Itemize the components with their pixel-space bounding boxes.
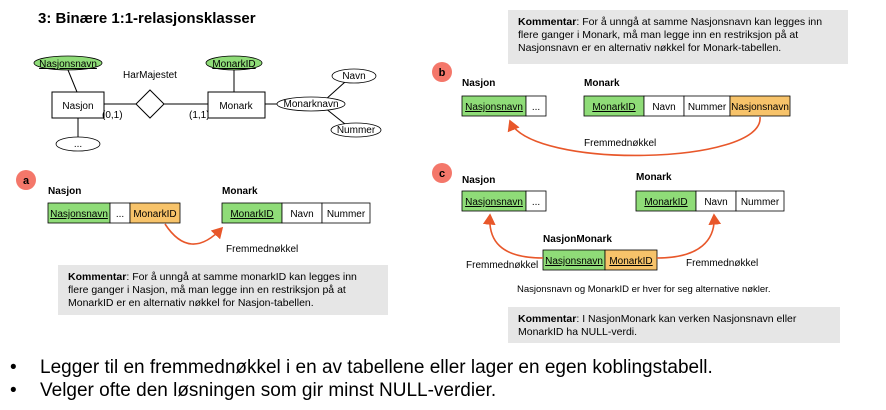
bullet-text: Legger til en fremmednøkkel i en av tabe… <box>40 357 713 378</box>
c-fk-arrow-left <box>482 213 544 259</box>
a-monark-col-0: MonarkID <box>230 209 273 220</box>
b-nasjon-label: Nasjon <box>462 78 495 89</box>
a-fk-arrow <box>164 223 224 245</box>
entity-monark <box>207 91 266 119</box>
comment-a: Kommentar: For å unngå at samme monarkID… <box>58 265 388 315</box>
comment-c-bold: Kommentar <box>518 313 577 325</box>
attr-navn-ellipse <box>331 68 377 84</box>
badge-a <box>16 170 36 190</box>
b-monark-label: Monark <box>584 78 620 89</box>
a-nasjon-col-1: ... <box>116 209 124 220</box>
badge-a-label: a <box>23 175 30 187</box>
comment-c-text: : I NasjonMonark kan verken Nasjonsnavn … <box>518 313 797 338</box>
entity-nasjon <box>51 91 105 119</box>
c-fk-left-label: Fremmednøkkel <box>466 260 538 271</box>
c-link-col-0: Nasjonsnavn <box>545 256 603 267</box>
c-monark-col-0: MonarkID <box>644 197 687 208</box>
c-monark-label: Monark <box>636 172 672 183</box>
badge-b-label: b <box>439 67 446 79</box>
attr-monarkid-label: MonarkID <box>212 59 255 70</box>
comment-a-bold: Kommentar <box>68 271 127 283</box>
comment-c: Kommentar: I NasjonMonark kan verken Nas… <box>508 307 840 343</box>
c-monark-col-2: Nummer <box>741 197 780 208</box>
section-a: a Nasjon Nasjonsnavn ... MonarkID Monark… <box>16 170 371 255</box>
b-fk-arrow <box>507 116 761 157</box>
badge-b <box>432 62 452 82</box>
attr-navn-label: Navn <box>342 71 365 82</box>
a-nasjon-col-0: Nasjonsnavn <box>50 209 108 220</box>
bullet-item: •Velger ofte den løsningen som gir minst… <box>10 380 497 401</box>
b-nasjon-col-0: Nasjonsnavn <box>465 102 523 113</box>
c-fk-arrow-right <box>656 213 722 259</box>
c-link-col-1: MonarkID <box>609 256 652 267</box>
attr-nasjonsnavn-label: Nasjonsnavn <box>39 59 97 70</box>
c-monark-col-1: Navn <box>704 197 727 208</box>
c-fk-right-label: Fremmednøkkel <box>686 258 758 269</box>
b-monark-col-3: Nasjonsnavn <box>731 102 789 113</box>
comment-a-text: : For å unngå at samme monarkID kan legg… <box>68 271 357 309</box>
relationship-label: HarMajestet <box>123 70 177 81</box>
attr-nummer-ellipse <box>330 122 382 138</box>
bullet-list: •Legger til en fremmednøkkel i en av tab… <box>10 356 713 402</box>
badge-c <box>432 163 452 183</box>
b-nasjon-col-1: ... <box>532 102 540 113</box>
attr-monarknavn-ellipse <box>276 96 346 112</box>
a-monark-label: Monark <box>222 186 258 197</box>
attr-more-label: ... <box>74 139 82 150</box>
comment-b-bold: Kommentar <box>518 16 577 28</box>
comment-b: Kommentar: For å unngå at samme Nasjonsn… <box>508 10 848 64</box>
a-nasjon-col-2: MonarkID <box>133 209 176 220</box>
badge-c-label: c <box>439 168 445 180</box>
section-c: c Nasjon Nasjonsnavn ... Monark MonarkID… <box>432 163 785 295</box>
c-nasjon-col-0: Nasjonsnavn <box>465 197 523 208</box>
c-note: Nasjonsnavn og MonarkID er hver for seg … <box>517 284 770 295</box>
bullet-item: •Legger til en fremmednøkkel i en av tab… <box>10 357 713 378</box>
a-fk-label: Fremmednøkkel <box>226 244 298 255</box>
er-diagram: Nasjonsnavn Nasjon HarMajestet (0,1) (1,… <box>33 55 382 152</box>
a-nasjon-label: Nasjon <box>48 186 81 197</box>
b-monark-col-1: Navn <box>652 102 675 113</box>
attr-nummer-label: Nummer <box>337 125 376 136</box>
relationship-diamond <box>135 89 165 119</box>
attr-nasjonsnavn-ellipse <box>33 55 103 71</box>
a-monark-col-1: Navn <box>290 209 313 220</box>
cardinality-left: (0,1) <box>102 110 123 121</box>
entity-monark-label: Monark <box>219 101 253 112</box>
section-b: b Nasjon Nasjonsnavn ... Monark MonarkID… <box>432 62 791 157</box>
comment-b-text: : For å unngå at samme Nasjonsnavn kan l… <box>518 16 823 54</box>
c-nasjon-col-1: ... <box>532 197 540 208</box>
cardinality-right: (1,1) <box>189 110 210 121</box>
entity-nasjon-label: Nasjon <box>62 101 93 112</box>
c-nasjon-label: Nasjon <box>462 175 495 186</box>
attr-monarknavn-label: Monarknavn <box>283 99 338 110</box>
b-monark-col-2: Nummer <box>688 102 727 113</box>
b-monark-col-0: MonarkID <box>592 102 635 113</box>
attr-monarkid-ellipse <box>205 55 263 71</box>
b-fk-label: Fremmednøkkel <box>584 138 656 149</box>
page-title: 3: Binære 1:1-relasjonsklasser <box>38 10 256 27</box>
a-monark-col-2: Nummer <box>327 209 366 220</box>
bullet-text: Velger ofte den løsningen som gir minst … <box>40 380 497 401</box>
c-link-label: NasjonMonark <box>543 234 612 245</box>
attr-more-ellipse <box>55 136 101 152</box>
